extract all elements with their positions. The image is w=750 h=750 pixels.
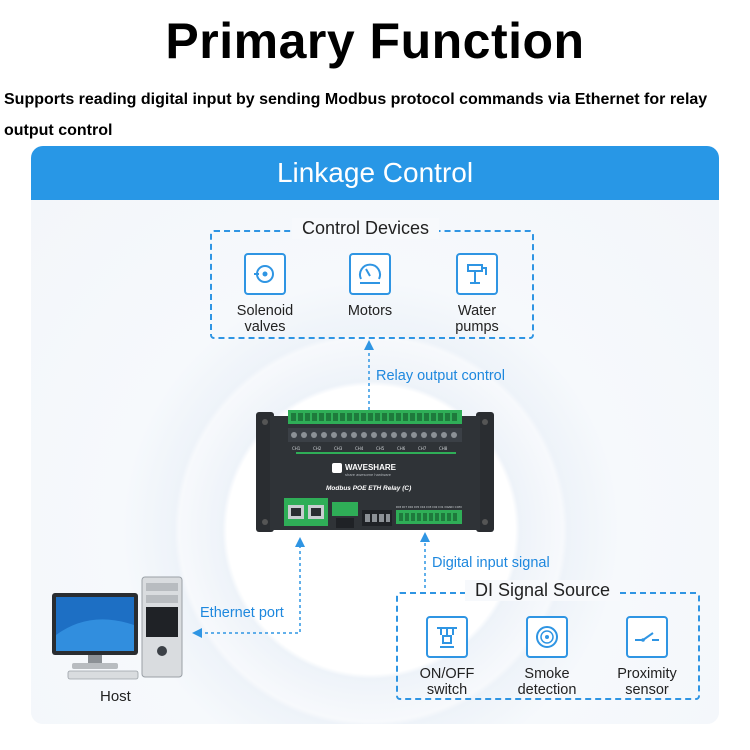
- relay-output-arrowhead: [364, 340, 374, 350]
- channel-label: CH5: [376, 446, 385, 451]
- device-model: Modbus POE ETH Relay (C): [326, 485, 411, 492]
- ethernet-label: Ethernet port: [200, 605, 284, 621]
- di-label: Smoke detection: [517, 666, 577, 698]
- device-brand: WAVESHARE: [345, 463, 397, 472]
- device-solenoid-valves: Solenoid valves: [210, 253, 320, 335]
- channel-label: CH2: [313, 446, 322, 451]
- device-label: Water pumps: [455, 303, 499, 335]
- digital-input-arrowhead: [420, 532, 430, 542]
- di-label: ON/OFF switch: [419, 666, 475, 698]
- di-smoke-detection: Smoke detection: [492, 616, 602, 698]
- ethernet-arrowhead-up: [295, 537, 305, 547]
- page-subtitle: Supports reading digital input by sendin…: [4, 91, 708, 139]
- water-pump-icon: [456, 253, 498, 295]
- device-label: Solenoid valves: [236, 303, 294, 335]
- di-proximity-sensor: Proximity sensor: [592, 616, 702, 698]
- di-terminal-labels: DI8 DI7 DI6 DI5 DI4 DI3 DI2 DI1 DGND COM: [396, 505, 462, 509]
- host-computer-icon: [52, 576, 183, 680]
- solenoid-valve-icon: [244, 253, 286, 295]
- relay-output-label: Relay output control: [376, 368, 505, 384]
- ethernet-arrowhead-left: [192, 628, 202, 638]
- device-label: Motors: [347, 303, 393, 319]
- channel-label: CH6: [397, 446, 406, 451]
- channel-label: CH4: [355, 446, 364, 451]
- ethernet-line: [198, 545, 301, 634]
- channel-label: CH8: [439, 446, 448, 451]
- di-label: Proximity sensor: [617, 666, 677, 698]
- channel-label: CH1: [292, 446, 301, 451]
- page-title: Primary Function: [165, 13, 585, 69]
- device-water-pumps: Water pumps: [422, 253, 532, 335]
- channel-label: CH3: [334, 446, 343, 451]
- panel-title: Linkage Control: [31, 146, 719, 200]
- smoke-detector-icon: [526, 616, 568, 658]
- digital-input-label: Digital input signal: [432, 555, 550, 571]
- di-source-label: DI Signal Source: [465, 580, 621, 601]
- device-tagline: share awesome hardware: [345, 472, 392, 477]
- host-label: Host: [100, 688, 131, 705]
- motor-icon: [349, 253, 391, 295]
- relay-device-image: CH1 CH2 CH3 CH4 CH5 CH6 CH7 CH8 WAVESHAR…: [256, 410, 494, 532]
- channel-label: CH7: [418, 446, 427, 451]
- switch-icon: [426, 616, 468, 658]
- device-motors: Motors: [315, 253, 425, 319]
- control-devices-label: Control Devices: [292, 218, 440, 239]
- waveshare-logo-icon: [332, 463, 342, 473]
- di-onoff-switch: ON/OFF switch: [392, 616, 502, 698]
- proximity-sensor-icon: [626, 616, 668, 658]
